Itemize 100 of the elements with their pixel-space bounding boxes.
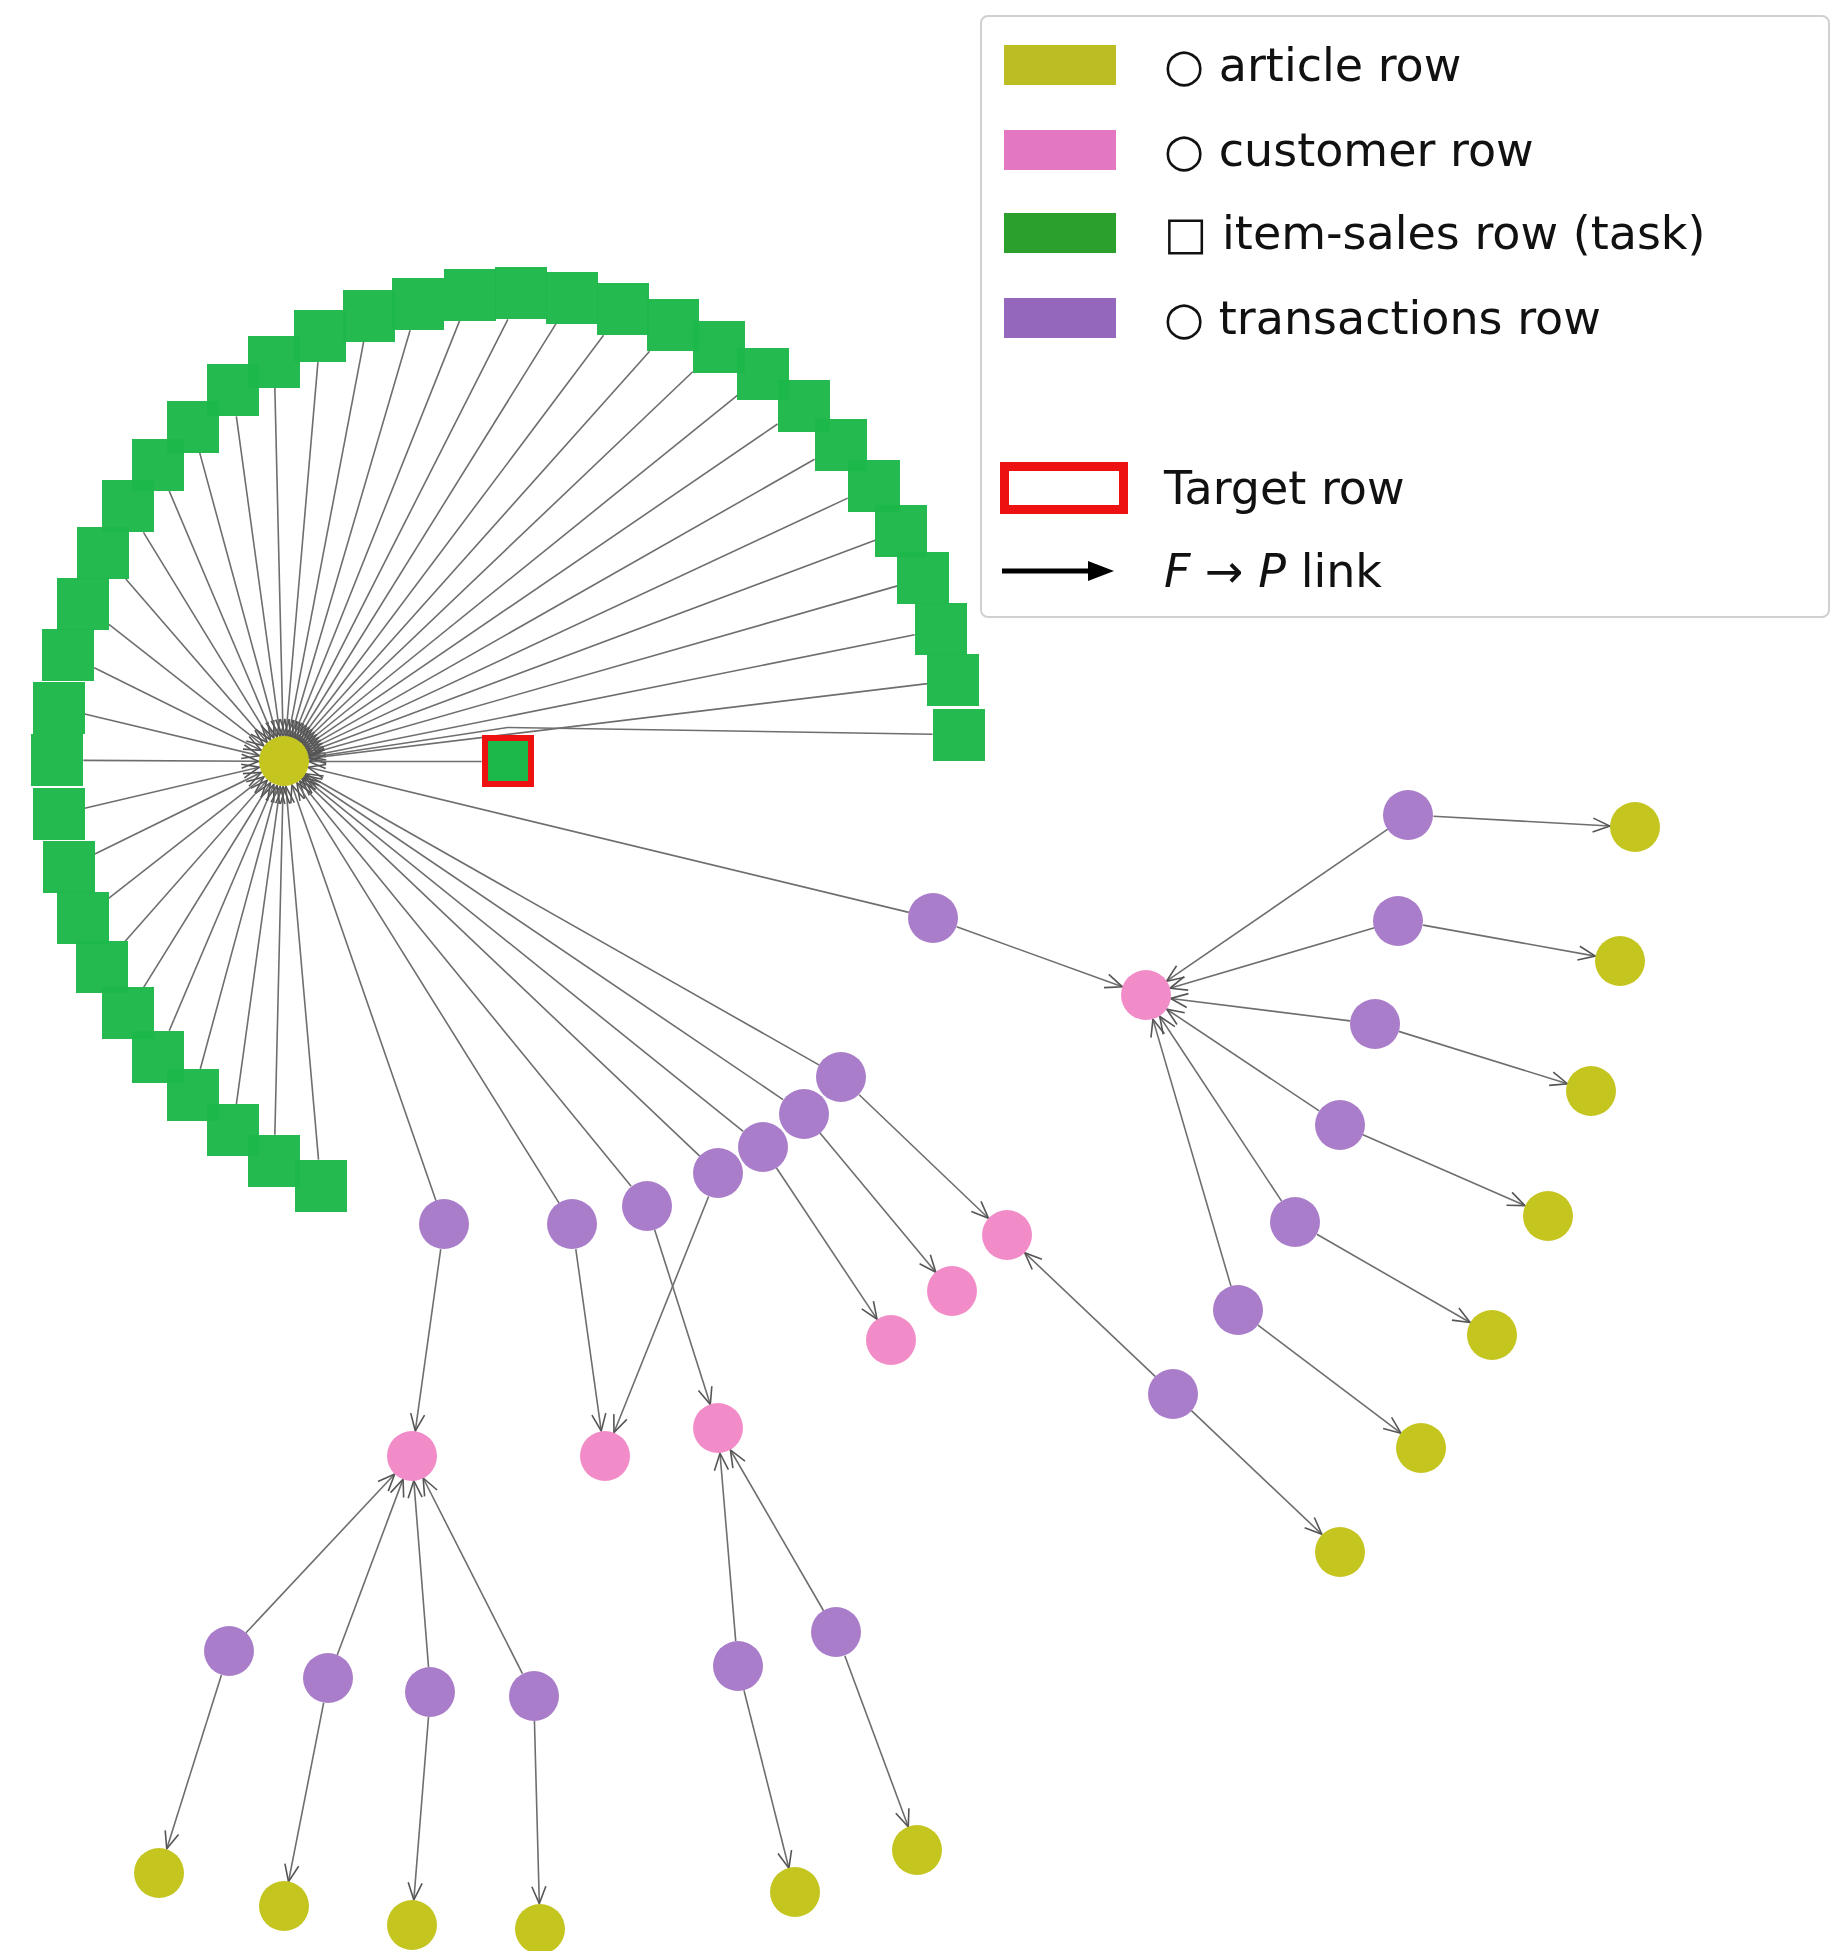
item-sales-square [646, 299, 699, 352]
article-node [1315, 1526, 1365, 1577]
arrow [613, 1195, 710, 1434]
arrow [199, 784, 281, 1070]
transaction-node [508, 1670, 559, 1721]
legend-label: □ item-sales row (task) [1164, 205, 1706, 262]
target-square [481, 735, 534, 788]
item-sales-square [897, 552, 950, 605]
arrow [164, 1674, 223, 1850]
arrow [1422, 924, 1597, 961]
arrow [1023, 1251, 1156, 1378]
arrow [296, 781, 560, 1204]
customer-node [926, 1266, 977, 1317]
arrow [304, 458, 816, 750]
arrow [245, 1473, 396, 1634]
arrow [1165, 1008, 1320, 1112]
arrow [1150, 1018, 1232, 1287]
arrow [83, 763, 261, 810]
legend-label: ○ article row [1164, 37, 1462, 94]
customer-node [1120, 970, 1171, 1021]
item-sales-square [248, 1134, 301, 1187]
arrow [235, 785, 286, 1105]
legend-label: ○ transactions row [1164, 290, 1601, 347]
arrow [290, 784, 437, 1202]
item-sales-square [32, 788, 85, 841]
arrow [235, 415, 286, 738]
arrow [198, 451, 281, 739]
item-sales-square [77, 526, 130, 579]
article-node [1395, 1423, 1446, 1474]
arrow [422, 1477, 524, 1675]
arrow [1158, 1015, 1283, 1202]
arrow [306, 585, 899, 758]
item-sales-square [294, 1159, 347, 1212]
arrow [1316, 1233, 1471, 1324]
item-sales-square [206, 364, 259, 417]
item-sales-square [32, 681, 85, 734]
item-sales-square [444, 268, 496, 321]
arrow [531, 1720, 547, 1905]
arrow [307, 753, 483, 770]
arrow [274, 785, 291, 1136]
arrow [301, 777, 701, 1157]
arrow [274, 386, 291, 738]
arrow [1165, 828, 1389, 982]
arrow [729, 1449, 825, 1612]
arrow [1169, 927, 1376, 991]
item-sales-square [248, 335, 301, 388]
arrow [296, 323, 557, 741]
arrow [168, 490, 275, 740]
arrow [300, 370, 694, 745]
transaction-node [621, 1180, 672, 1231]
item-sales-square [206, 1104, 259, 1157]
item-sales-square [132, 438, 185, 491]
article-node [134, 1847, 185, 1898]
arrow [303, 774, 784, 1101]
arrow [168, 783, 275, 1032]
arrow [94, 771, 263, 855]
arrow [305, 497, 849, 752]
arrow [713, 1452, 737, 1642]
item-sales-square [31, 734, 84, 787]
item-sales-square [814, 418, 867, 471]
article-node [1522, 1190, 1573, 1241]
arrow [299, 350, 651, 744]
item-sales-square [101, 480, 154, 533]
arrow [142, 531, 272, 741]
item-sales-square [166, 400, 219, 453]
customer-node [981, 1210, 1032, 1261]
customer-node [579, 1430, 630, 1481]
arrow [306, 539, 876, 755]
item-sales-square [42, 628, 95, 681]
legend-label: Target row [1164, 460, 1405, 517]
arrow [302, 394, 739, 747]
arrow [304, 773, 821, 1066]
arrow [279, 361, 319, 738]
arrow [108, 776, 265, 899]
arrow [307, 682, 929, 765]
arrow [1190, 1409, 1323, 1536]
arrow [844, 1655, 910, 1828]
legend-label: F → P link [1164, 543, 1382, 600]
arrow [124, 779, 268, 943]
arrow [142, 781, 272, 989]
transaction-node [1148, 1368, 1199, 1419]
item-sales-square [391, 278, 444, 331]
item-sales-square [56, 577, 109, 630]
transaction-node [778, 1088, 829, 1139]
item-sales-square [777, 380, 830, 433]
arrow [407, 1716, 430, 1901]
customer-node [692, 1403, 743, 1454]
transaction-node [692, 1148, 743, 1199]
arrow [83, 713, 261, 760]
arrow [743, 1689, 793, 1869]
arrow [653, 1228, 713, 1406]
arrow [303, 423, 779, 749]
arrow [407, 1479, 430, 1668]
arrow [297, 334, 605, 743]
customer-node [865, 1315, 916, 1365]
arrow [955, 925, 1124, 989]
item-sales-square [42, 840, 95, 893]
legend-label: ○ customer row [1164, 122, 1534, 179]
arrow [775, 1167, 878, 1320]
item-sales-square [76, 941, 129, 994]
